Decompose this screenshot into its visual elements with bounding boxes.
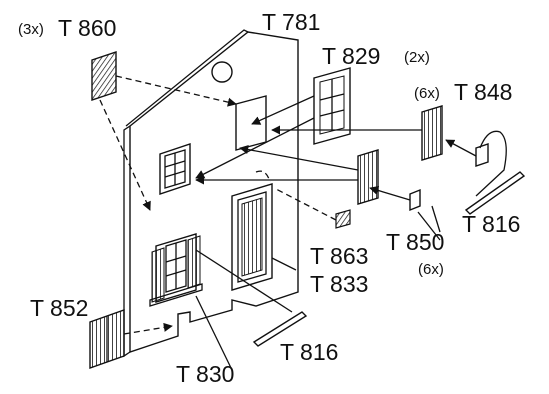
label-t860-qty: (3x) (18, 21, 44, 38)
wall-panel-t781 (123, 29, 299, 358)
label-t830: T 830 (176, 361, 234, 387)
label-t829-qty: (2x) (404, 49, 430, 66)
shutter-t852 (89, 309, 125, 369)
vent-t860 (91, 51, 117, 101)
window-t829 (313, 67, 351, 145)
vent-t863 (335, 209, 351, 229)
label-t816-bottom: T 816 (280, 339, 338, 365)
label-t781: T 781 (262, 9, 320, 35)
sill-t816-bottom (252, 311, 308, 347)
label-t829: T 829 (322, 43, 380, 69)
sill-t816-right (464, 171, 526, 215)
label-t848: T 848 (454, 79, 512, 105)
label-t850: T 850 (386, 229, 444, 255)
assembly-arrows (99, 75, 477, 371)
label-t863: T 863 (310, 243, 368, 269)
label-t833: T 833 (310, 271, 368, 297)
label-t816-right: T 816 (462, 211, 520, 237)
label-t850-qty: (6x) (418, 261, 444, 278)
hinge-t850 (409, 130, 507, 212)
label-t852: T 852 (30, 295, 88, 321)
label-t848-qty: (6x) (414, 85, 440, 102)
shutter-t848 (357, 105, 443, 205)
label-t860: T 860 (58, 15, 116, 41)
part-labels: (3x) T 860 T 781 T 829 (2x) (6x) T 848 T… (18, 9, 520, 387)
